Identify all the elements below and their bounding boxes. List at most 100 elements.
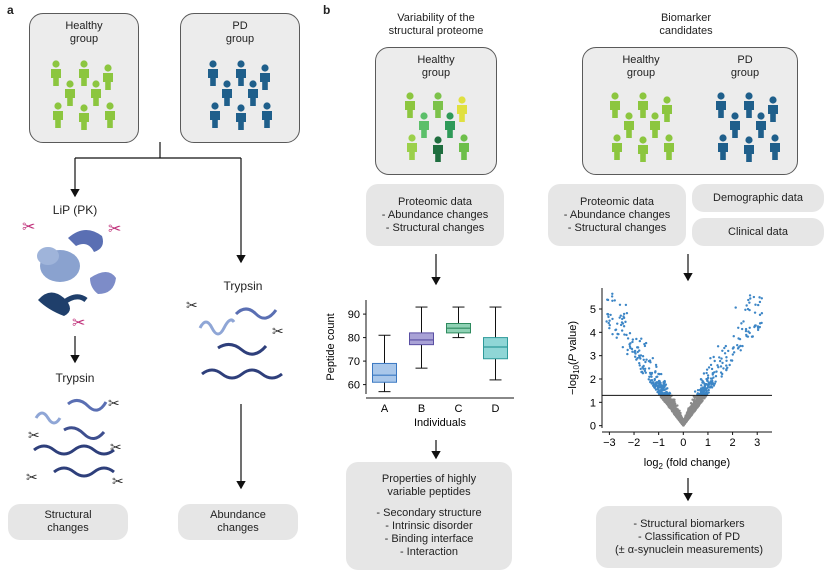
person-icon bbox=[210, 102, 220, 128]
peptide-strand bbox=[198, 318, 236, 336]
volcano-point bbox=[709, 357, 712, 360]
volcano-point bbox=[677, 411, 680, 415]
volcano-point bbox=[634, 352, 637, 355]
volcano-point bbox=[618, 303, 622, 306]
pd-c-people-icons bbox=[716, 92, 780, 162]
structural-line2: changes bbox=[47, 522, 89, 534]
healthy-b-line1: Healthy bbox=[417, 54, 455, 66]
volcano-point bbox=[608, 319, 611, 322]
volcano-point bbox=[660, 396, 663, 400]
volcano-point bbox=[737, 326, 740, 329]
person-icon bbox=[612, 134, 622, 160]
proteomic-left-line3: - Structural changes bbox=[385, 221, 485, 234]
volcano-point bbox=[657, 389, 660, 392]
healthy-group-box: Healthy group bbox=[29, 13, 139, 143]
protein-strand bbox=[60, 294, 88, 306]
volcano-point bbox=[711, 373, 714, 376]
trypsin-right-label: Trypsin bbox=[223, 279, 263, 293]
volcano-point bbox=[638, 339, 642, 343]
box-iqr bbox=[409, 332, 434, 346]
volcano-point bbox=[615, 336, 618, 339]
volcano-point bbox=[712, 376, 715, 379]
volcano-point bbox=[639, 357, 642, 360]
volcano-point bbox=[692, 405, 696, 409]
x-tick-label: 1 bbox=[705, 437, 711, 449]
volcano-point bbox=[624, 320, 627, 324]
protein-structures-illustration: ✂ ✂ ✂ bbox=[22, 219, 121, 332]
volcano-point bbox=[645, 358, 648, 361]
volcano-point bbox=[621, 317, 624, 321]
healthy-group-label: Healthy group bbox=[30, 20, 138, 46]
person-icon bbox=[459, 134, 469, 160]
peptide-strand bbox=[34, 411, 62, 425]
volcano-point bbox=[688, 415, 691, 419]
volcano-point bbox=[659, 382, 662, 385]
person-icon bbox=[770, 134, 780, 160]
volcano-point bbox=[618, 316, 621, 319]
volcano-point bbox=[705, 383, 708, 386]
volcano-point bbox=[647, 378, 650, 381]
volcano-point bbox=[700, 384, 703, 387]
box-iqr bbox=[372, 362, 397, 383]
volcano-point bbox=[654, 384, 657, 388]
volcano-point bbox=[658, 380, 661, 383]
volcano-point bbox=[624, 303, 628, 307]
volcano-point bbox=[760, 297, 763, 300]
properties-line2: variable peptides bbox=[387, 486, 471, 498]
volcano-point bbox=[665, 398, 668, 401]
volcano-point bbox=[614, 328, 617, 332]
volcano-point bbox=[744, 329, 748, 333]
volcano-point bbox=[707, 366, 711, 369]
volcano-point bbox=[720, 375, 723, 378]
pd-label-line2: group bbox=[225, 33, 255, 45]
volcano-point bbox=[668, 403, 671, 406]
volcano-point bbox=[639, 367, 642, 371]
volcano-point bbox=[727, 349, 730, 353]
box-C bbox=[446, 306, 471, 339]
peptide-strand bbox=[201, 368, 283, 380]
volcano-point bbox=[647, 359, 651, 363]
volcano-point bbox=[702, 372, 706, 375]
volcano-point bbox=[661, 392, 665, 396]
volcano-point bbox=[694, 401, 697, 404]
person-icon bbox=[638, 136, 648, 162]
scissors-icon: ✂ bbox=[110, 439, 122, 455]
protein-blob-dark bbox=[38, 292, 70, 316]
digested-peptides-left: ✂ ✂ ✂ ✂ ✂ bbox=[26, 395, 124, 489]
volcano-point bbox=[702, 389, 706, 392]
person-icon bbox=[53, 102, 63, 128]
volcano-point bbox=[644, 360, 647, 364]
volcano-point bbox=[622, 325, 626, 328]
volcano-point bbox=[670, 404, 673, 408]
x-tick-label: B bbox=[418, 403, 425, 415]
volcano-point bbox=[605, 320, 608, 323]
volcano-point bbox=[611, 292, 614, 296]
volcano-point bbox=[656, 390, 659, 394]
volcano-point bbox=[619, 314, 622, 317]
volcano-points bbox=[605, 292, 764, 427]
volcano-point bbox=[654, 370, 657, 373]
volcano-point bbox=[723, 352, 727, 355]
volcano-point bbox=[702, 396, 705, 400]
x-tick-label: D bbox=[492, 403, 500, 415]
person-icon bbox=[445, 112, 455, 138]
volcano-point bbox=[748, 294, 752, 297]
volcano-point bbox=[689, 405, 693, 409]
volcano-point bbox=[622, 312, 626, 316]
x-tick-label: 3 bbox=[754, 437, 760, 449]
volcano-point bbox=[695, 398, 699, 401]
demographic-data-box: Demographic data bbox=[692, 184, 824, 212]
volcano-point bbox=[683, 420, 686, 424]
volcano-point bbox=[628, 345, 632, 348]
volcano-point bbox=[724, 344, 728, 348]
volcano-point bbox=[663, 386, 666, 389]
healthy-c-line2: group bbox=[626, 67, 656, 79]
protein-blob bbox=[90, 272, 116, 294]
volcano-point bbox=[650, 378, 654, 382]
scissors-icon: ✂ bbox=[22, 219, 35, 236]
volcano-point bbox=[715, 370, 718, 373]
pd-group-box: PD group bbox=[180, 13, 300, 143]
person-icon bbox=[744, 136, 754, 162]
volcano-point bbox=[758, 313, 762, 317]
